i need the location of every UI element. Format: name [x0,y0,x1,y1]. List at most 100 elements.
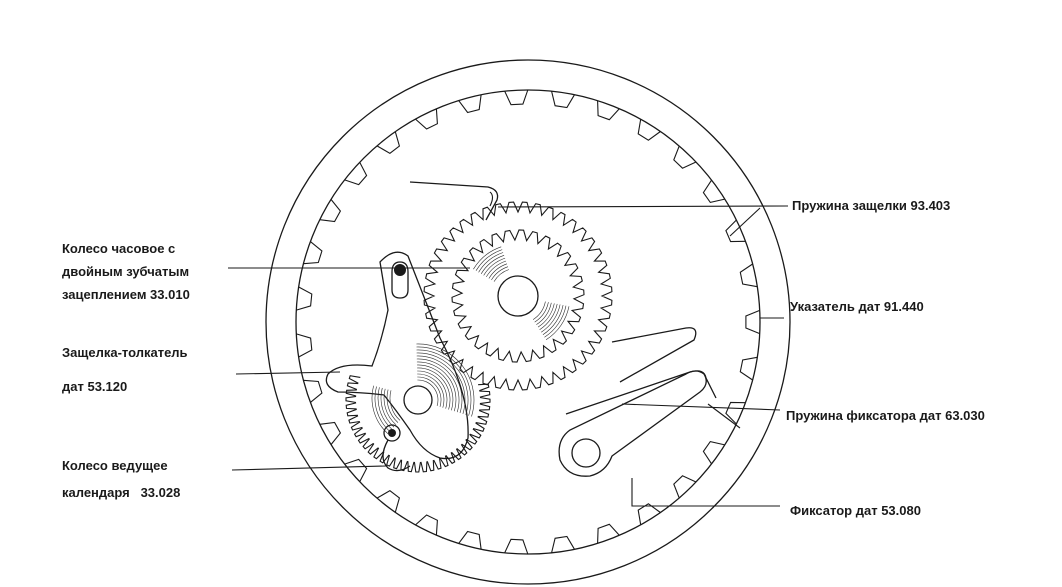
ring-tooth [739,263,758,288]
ring-tooth [745,309,760,335]
hatch-line [486,260,507,278]
drive-wheel-tooth [393,457,402,470]
drive-wheel-hub [403,385,433,415]
hatch-line [383,388,397,426]
hatch-line [386,389,399,423]
ring-tooth [504,538,529,555]
leader-pusher-spring [497,205,789,208]
jumper-spring-long [565,370,717,415]
drive-wheel-tooth [407,461,415,473]
ring-tooth [551,535,575,553]
drive-wheel-tooth [413,461,422,473]
drive-wheel-tooth [456,444,468,456]
drive-wheel-tooth [451,448,462,461]
hatch-line [480,255,505,274]
ring-tooth [673,145,697,169]
pusher-spring-wire-inner [489,191,494,207]
drive-wheel-tooth [346,382,359,391]
drive-wheel-tooth [362,438,374,450]
jumper-spring-wire [611,327,697,383]
hatch-line [416,346,472,416]
hatch-line [380,387,395,428]
ring-tooth [296,333,313,358]
ring-tooth [458,530,482,550]
hatch-line [416,355,463,414]
hatch-line [539,303,558,330]
hatch-line [483,257,506,276]
ring-tooth [637,119,661,141]
hatch-line [488,263,508,279]
hatch-line [541,304,561,333]
hatch-line [417,370,448,409]
date-ring-teeth [296,89,760,555]
hatch-line [532,301,546,320]
hatch-line [416,343,475,417]
drive-wheel-tooth [439,455,449,468]
inner-ring [295,89,761,555]
hatch-line [374,386,391,432]
hatch-line [534,302,549,323]
ring-tooth [597,523,620,544]
ring-tooth [725,401,746,425]
drive-wheel-tooth [426,460,435,472]
ring-tooth [415,108,438,130]
hatch-line [417,376,442,407]
ring-tooth [296,286,313,311]
leader-jumper-spring-tick [707,403,741,429]
label-drive-wheel-line1: Колесо ведущее [62,458,168,473]
label-pusher-line1: Защелка-толкатель [62,345,188,360]
pusher-pin [394,264,406,276]
hour-wheel-outer-teeth [423,201,613,391]
label-pusher-line2: дат 53.120 [62,379,127,394]
pusher-spring-wire [409,181,499,221]
leader-pusher [235,371,341,375]
ring-tooth [344,162,368,186]
drive-wheel-tooth [345,402,357,410]
hatch-line [417,379,439,406]
label-pusher-spring: Пружина защелки 93.403 [792,198,950,213]
hour-wheel-hub [497,275,539,317]
hatch-line [417,367,451,410]
ring-tooth [702,440,725,465]
ring-tooth [344,458,368,482]
label-date-indicator: Указатель дат 91.440 [790,299,924,314]
ring-tooth [415,514,438,536]
drive-wheel-tooth [345,389,357,397]
drive-wheel-tooth [386,454,396,467]
drive-wheel-tooth [350,421,363,431]
drive-wheel-tooth [348,375,361,384]
leader-jumper-spring [621,403,781,411]
hatch-line [491,266,509,281]
hatch-line [493,269,509,282]
hatch-line [545,306,570,341]
ring-tooth [319,421,342,445]
date-pusher-lever [325,251,469,460]
leader-pusher-spring-tick [729,207,761,237]
drive-wheel-tooth [479,390,491,398]
pusher-slot [391,261,409,299]
hatch-line [537,303,555,328]
ring-tooth [376,490,401,513]
hour-wheel-inner-gear [451,229,585,363]
label-hour-wheel-line1: Колесо часовое с [62,241,175,256]
drive-wheel-tooth [477,409,490,418]
drive-wheel-tooth [353,427,366,438]
drive-wheel-tooth [346,408,358,417]
ring-tooth [739,356,758,381]
outer-ring [265,59,791,585]
drive-wheel-tooth [367,443,379,455]
ring-tooth [319,199,342,223]
ring-tooth [551,91,575,109]
hatch-line [417,373,445,408]
hatch-line [536,302,552,325]
ring-tooth [504,89,529,106]
hatch-line [544,305,567,338]
jumper-hole [571,438,601,468]
drive-wheel-tooth [472,422,485,432]
leader-drive-wheel [231,465,387,471]
ring-tooth [637,503,661,525]
label-hour-wheel-line3: зацеплением 33.010 [62,287,190,302]
ring-tooth [725,219,746,243]
ring-tooth [303,379,323,403]
